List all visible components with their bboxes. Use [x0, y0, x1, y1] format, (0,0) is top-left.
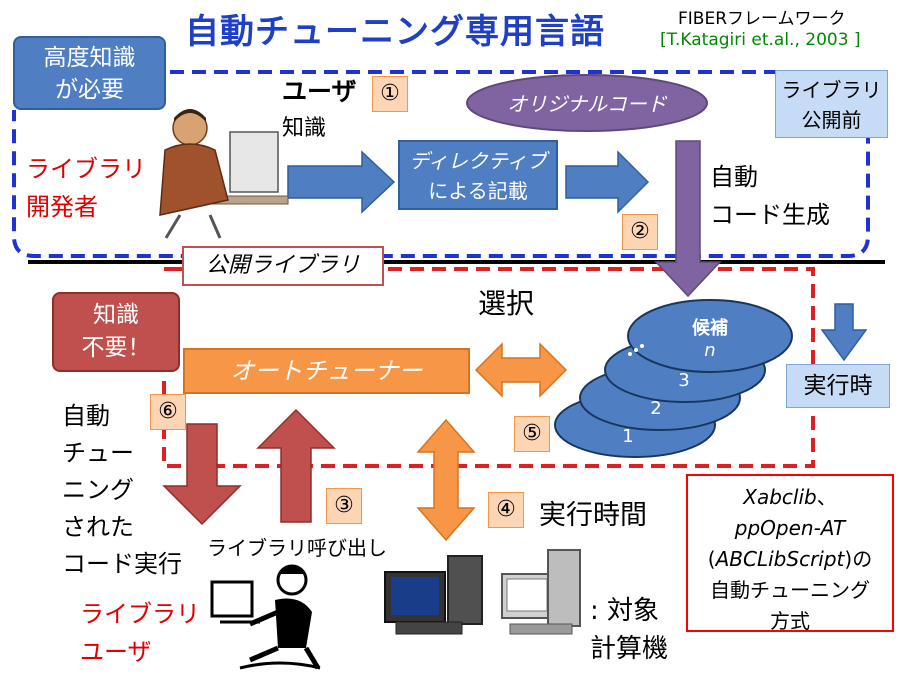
reference-framework: FIBERフレームワーク: [678, 9, 846, 29]
arrow-exectime-double: [416, 418, 476, 542]
badge-expert-knowledge-required: 高度知識 が必要: [13, 36, 166, 110]
label-library-user: ライブラリ ユーザ: [80, 600, 200, 666]
library-user-figure: [210, 564, 321, 670]
candidate-n-label: n: [704, 340, 716, 361]
arrow-call-up: [256, 408, 336, 523]
arrow-to-directive: [287, 150, 396, 214]
computer-2: [501, 549, 581, 635]
arrow-select-double: [474, 342, 568, 398]
step-2-badge: ②: [622, 214, 658, 250]
computer-1: [384, 555, 483, 635]
label-selection: 選択: [478, 287, 535, 320]
step-5-badge: ⑤: [514, 416, 550, 452]
candidate-3-label: 3: [678, 370, 690, 391]
candidate-2-label: 2: [650, 398, 662, 419]
reference-citation: [T.Katagiri et.al., 2003 ]: [660, 30, 861, 50]
public-region-border: [162, 267, 815, 468]
label-published-library: 公開ライブラリ: [182, 246, 384, 286]
arrow-runtime-down: [820, 303, 868, 362]
step-6-badge: ⑥: [150, 394, 186, 430]
badge-no-knowledge-needed: 知識 不要！: [52, 292, 180, 372]
label-original-code: オリジナルコード: [507, 92, 667, 116]
candidate-n-ellipse: [627, 299, 793, 373]
arrow-to-codegen: [565, 150, 650, 214]
label-runtime: 実行時: [786, 364, 890, 408]
step-1-badge: ①: [372, 76, 408, 112]
step-3-badge: ③: [326, 488, 362, 524]
candidate-label: 候補: [692, 318, 728, 339]
label-auto-codegen: 自動 コード生成: [710, 163, 830, 229]
auto-tuner-box: オートチューナー: [183, 348, 470, 394]
label-user: ユーザ: [282, 77, 357, 106]
candidate-1-label: 1: [622, 426, 634, 447]
step-4-badge: ④: [488, 492, 524, 528]
label-library-call: ライブラリ呼び出し: [207, 536, 387, 560]
label-tuned-code-exec: 自動 チュー ニング された コード実行: [62, 402, 182, 578]
label-target-machine: : 対象 計算機: [590, 596, 669, 664]
arrow-codegen-down: [654, 140, 722, 298]
page-title: 自動チューニング専用言語: [185, 12, 605, 52]
methods-box: Xabclib、 ppOpen-AT (ABCLibScript)の 自動チュー…: [686, 474, 894, 633]
directive-box: ディレクティブ による記載: [398, 140, 558, 210]
label-library-developer: ライブラリ 開発者: [26, 155, 146, 221]
arrow-exec-down: [162, 423, 242, 526]
status-library-unpublished: ライブラリ 公開前: [775, 70, 888, 138]
label-exec-time: 実行時間: [539, 500, 647, 531]
label-knowledge: 知識: [282, 116, 327, 141]
developer-figure: [159, 109, 289, 239]
original-code-ellipse: [466, 74, 708, 132]
